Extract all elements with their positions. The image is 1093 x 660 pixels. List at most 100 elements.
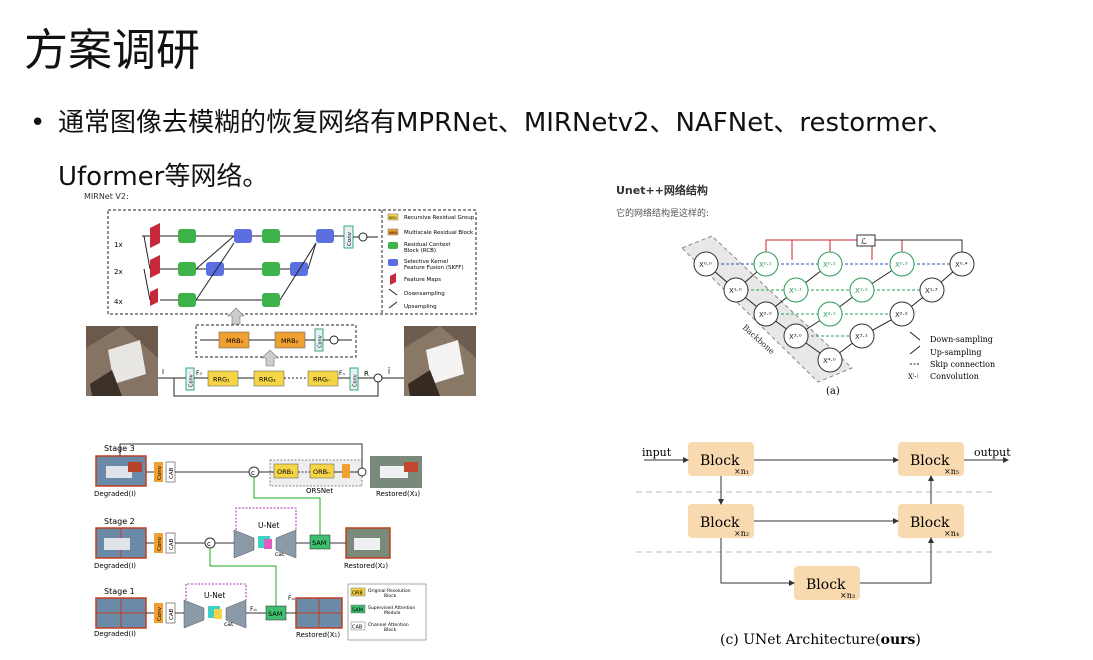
node-label-1-3: X¹·³ [925, 287, 938, 295]
svg-text:Block: Block [806, 577, 846, 593]
unet-label-stage1: U-Net [204, 591, 225, 600]
svg-text:Skip connection: Skip connection [930, 360, 995, 369]
svg-text:Block (RCB): Block (RCB) [404, 248, 436, 254]
unetpp-legend: Down-sampling Up-sampling Skip connectio… [908, 331, 995, 381]
svg-text:×n₁: ×n₁ [734, 467, 749, 476]
node-label-0-1: X⁰·¹ [759, 261, 772, 269]
concat-label-stage3: c [251, 469, 255, 477]
node-label-2-2: X²·² [895, 311, 908, 319]
label-ihat: Î [388, 367, 391, 376]
unet-ours-connections [644, 457, 1009, 586]
degraded-image-stage2 [95, 527, 147, 559]
restored2-label: Restored(X₂) [344, 562, 388, 570]
node-1-3 [919, 277, 945, 303]
mirnet-title: MIRNet V2: [84, 192, 129, 201]
orb1-label: ORB₁ [277, 468, 294, 476]
svg-text:Block: Block [910, 453, 950, 469]
node-label-3-1: X³·¹ [855, 333, 868, 341]
conv-label-mrb: Conv [347, 231, 353, 246]
restored-image-stage2 [345, 527, 391, 559]
cab-label-stage3: CAB [169, 467, 175, 479]
conv-label-input: Conv [189, 374, 195, 387]
svg-text:Block: Block [700, 453, 740, 469]
sam-label-stage1: SAM [268, 610, 282, 618]
scale-4x: 4x [114, 298, 123, 306]
node-label-2-0: X²·⁰ [759, 311, 772, 319]
node-0-0 [693, 251, 719, 277]
degraded-image-stage1 [95, 597, 147, 629]
node-label-4-0: X⁴·⁰ [823, 357, 836, 365]
node-label-1-1: X¹·¹ [789, 287, 802, 295]
node-2-1 [817, 301, 843, 327]
restored3-label: Restored(X₃) [376, 490, 420, 498]
add-stage3 [357, 467, 367, 477]
svg-text:Recursive Residual Group: Recursive Residual Group [404, 215, 475, 221]
conv-label-stage3: Conv [157, 465, 163, 480]
svg-text:Convolution: Convolution [930, 372, 979, 381]
svg-text:Channel Attention: Channel Attention [368, 622, 409, 628]
restored-image-stage3 [370, 456, 422, 488]
blurry-input-image [86, 326, 158, 396]
svg-text:MRB: MRB [389, 231, 397, 235]
fin-label: Fᵢₙ [250, 606, 258, 613]
svg-text:×n₂: ×n₂ [734, 529, 749, 538]
svg-text:Feature Maps: Feature Maps [404, 277, 441, 283]
input-label: input [642, 446, 672, 459]
conv-label-stage1: Conv [157, 606, 163, 621]
svg-text:CAB: CAB [352, 625, 363, 631]
node-label-0-4: X⁰·⁴ [955, 261, 968, 269]
orbn-block [309, 463, 335, 479]
svg-text:RRG: RRG [389, 216, 397, 220]
svg-text:Block: Block [384, 627, 397, 633]
bullet-marker: • [30, 108, 46, 138]
conv-label-stage2: Conv [157, 536, 163, 551]
conv-orsnet [342, 464, 350, 478]
conv-stage3 [154, 462, 163, 482]
node-label-1-2: X¹·² [855, 287, 868, 295]
stage1-label: Stage 1 [104, 587, 135, 596]
label-f0: F₀ [196, 370, 202, 377]
sam-label-stage2: SAM [312, 539, 326, 547]
slide-title: 方案调研 [24, 25, 200, 76]
unet-decoder-stage2 [275, 529, 297, 559]
restored-output-image [404, 326, 476, 396]
block-n3: Block ×n₃ [794, 566, 860, 600]
node-0-2 [817, 251, 843, 277]
zoom-arrow-rrg [261, 349, 279, 367]
node-label-0-3: X⁰·³ [895, 261, 908, 269]
cross-stage-link-1 [185, 583, 247, 600]
add-op-rrg [329, 335, 339, 345]
node-2-2 [889, 301, 915, 327]
rrg1-label: RRG₁ [213, 376, 230, 384]
conv-block-input [185, 367, 195, 391]
block-n2: Block ×n₂ [688, 504, 754, 538]
unetpp-subtitle: 它的网络结构是这样的: [616, 207, 709, 219]
node-label-2-1: X²·¹ [823, 311, 836, 319]
bullet-line-1: 通常图像去模糊的恢复网络有MPRNet、MIRNetv2、NAFNet、rest… [58, 108, 954, 138]
sam-to-stage3-link [253, 477, 321, 535]
scale-1x: 1x [114, 241, 123, 249]
orbn-label: ORBₙ [313, 468, 330, 476]
node-2-0 [753, 301, 779, 327]
unet-ours-figure: input output Block ×n₁ Block ×n₅ Block ×… [636, 442, 1011, 648]
conv-stage2 [154, 533, 163, 553]
conv-block-output [349, 367, 359, 391]
node-1-1 [783, 277, 809, 303]
cab-label-stage1: CAB [169, 608, 175, 620]
svg-text:Down-sampling: Down-sampling [930, 335, 993, 344]
svg-text:×n₄: ×n₄ [944, 529, 959, 538]
add-op-mrb [358, 232, 368, 242]
node-label-3-0: X³·⁰ [789, 333, 802, 341]
mrb2-label: MRB₂ [281, 337, 299, 345]
node-1-0 [723, 277, 749, 303]
svg-text:ORB: ORB [352, 591, 363, 597]
mrb-row-4x [142, 235, 317, 307]
degraded-label-stage3: Degraded(I) [94, 490, 136, 498]
mrb1-label: MRB₁ [226, 337, 244, 345]
unet-decoder-stage1 [225, 599, 247, 629]
svg-text:Upsampling: Upsampling [404, 304, 437, 310]
output-label: output [974, 446, 1011, 459]
label-r: R [364, 370, 369, 378]
block-n5: Block ×n₅ [898, 442, 964, 476]
restored1-label: Restored(X₁) [296, 631, 340, 639]
